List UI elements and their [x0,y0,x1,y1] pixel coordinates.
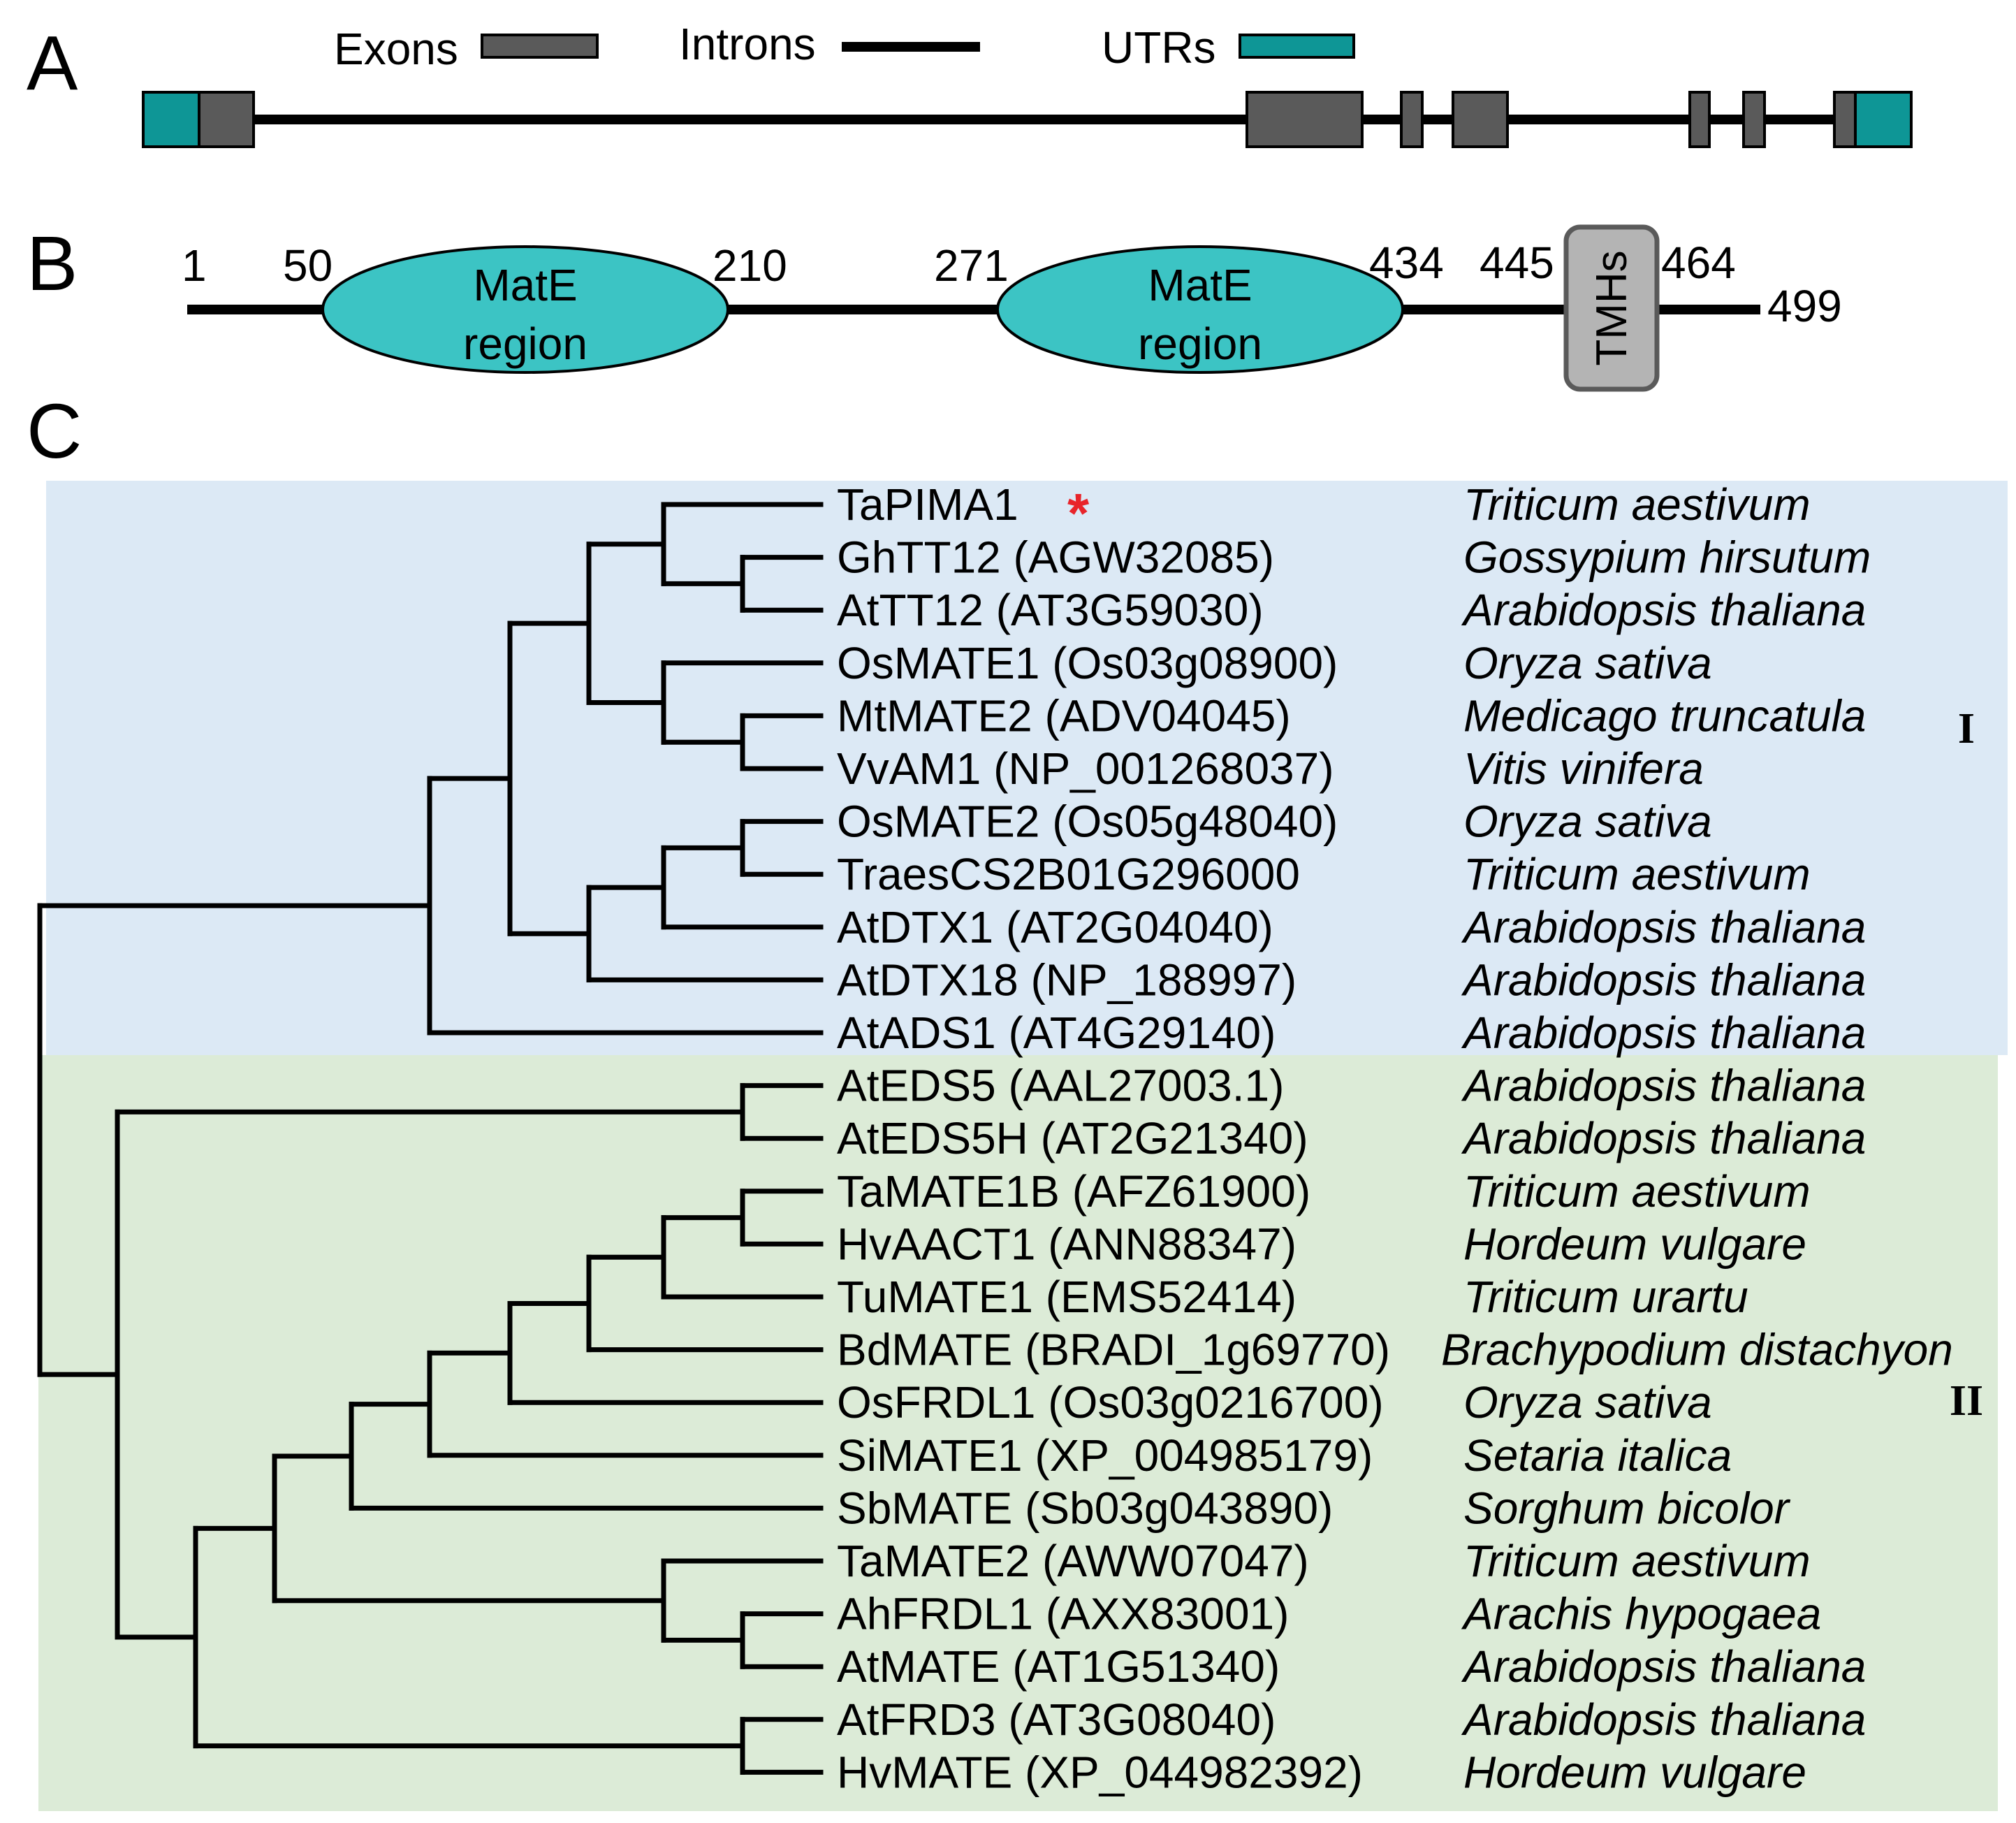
tree-leaf-label: TuMATE1 (EMS52414) [837,1272,1296,1322]
tree-species-label: Sorghum bicolor [1463,1483,1791,1533]
tree-leaf-label: HvAACT1 (ANN88347) [837,1219,1296,1269]
panel-b-label: B [27,221,78,307]
position-label: 434 [1369,238,1444,288]
tmh-label: TMHs [1588,250,1636,365]
utr-5prime [142,91,200,148]
gene-structure [142,91,1913,148]
tree-leaf-label: TaMATE1B (AFZ61900) [837,1166,1310,1216]
position-label: 1 [182,240,207,291]
tree-species-label: Gossypium hirsutum [1463,532,1871,583]
exon-7 [1833,91,1857,148]
legend-utrs-label: UTRs [1102,22,1216,73]
tree-leaf-label: AtEDS5H (AT2G21340) [837,1113,1308,1163]
tree-species-label: Triticum urartu [1463,1272,1748,1322]
tree-species-label: Oryza sativa [1463,797,1712,847]
exon-1 [198,91,255,148]
group-2-label: II [1950,1377,1983,1425]
tree-leaf-label: SiMATE1 (XP_004985179) [837,1430,1373,1481]
tree-leaf-label: HvMATE (XP_044982392) [837,1747,1363,1797]
tree-leaf-label: TaPIMA1 [837,479,1018,530]
mate-region-2-label-line2: region [1138,319,1262,369]
tree-species-label: Triticum aestivum [1463,849,1811,899]
tree-leaf-label: OsMATE1 (Os03g08900) [837,638,1338,688]
tree-species-label: Brachypodium distachyon [1441,1325,1953,1375]
tree-species-label: Arabidopsis thaliana [1461,585,1866,635]
tree-leaf-label: AtTT12 (AT3G59030) [837,585,1264,635]
group-1-background [46,481,2008,1055]
highlight-asterisk: * [1067,482,1090,544]
tree-species-label: Oryza sativa [1463,638,1712,688]
tree-leaf-label: OsMATE2 (Os05g48040) [837,797,1338,847]
tree-species-label: Arabidopsis thaliana [1461,954,1866,1005]
position-label: 210 [713,240,787,291]
tree-species-label: Medicago truncatula [1463,690,1866,741]
mate-region-2 [996,245,1404,374]
tree-leaf-label: AtMATE (AT1G51340) [837,1641,1280,1692]
tree-leaf-label: AtADS1 (AT4G29140) [837,1008,1276,1058]
legend-utr-swatch [1239,34,1355,59]
tree-leaf-label: AhFRDL1 (AXX83001) [837,1589,1289,1639]
legend-exons-label: Exons [334,24,458,74]
panel-c-label: C [27,388,82,474]
tree-species-label: Arabidopsis thaliana [1461,1694,1866,1745]
tree-leaf-label: GhTT12 (AGW32085) [837,532,1274,583]
tree-species-label: Oryza sativa [1463,1377,1712,1428]
tree-species-label: Arabidopsis thaliana [1461,902,1866,952]
position-label: 499 [1767,281,1842,331]
exon-4 [1452,91,1509,148]
tree-species-label: Hordeum vulgare [1463,1219,1806,1269]
position-label: 445 [1480,238,1554,288]
tree-leaf-label: AtDTX1 (AT2G04040) [837,902,1273,952]
mate-region-1-label-line1: MatE [473,260,577,310]
utr-3prime [1854,91,1913,148]
tree-leaf-label: TaMATE2 (AWW07047) [837,1536,1309,1586]
group-1-label: I [1958,705,1975,753]
protein-structure: MatE region MatE region TMHs 1 50 210 27… [182,224,1842,392]
phylogenetic-tree [37,502,824,1775]
exon-3 [1400,91,1424,148]
legend-exon-swatch [481,34,599,59]
tree-leaf-label: AtDTX18 (NP_188997) [837,954,1296,1005]
tree-species-label: Hordeum vulgare [1463,1747,1806,1797]
tree-leaf-label: TraesCS2B01G296000 [837,849,1300,899]
tree-species-label: Arachis hypogaea [1461,1589,1821,1639]
mate-region-2-label-line1: MatE [1148,260,1252,310]
legend-introns-label: Introns [679,19,816,69]
tree-leaf-label: SbMATE (Sb03g043890) [837,1483,1333,1533]
tree-species-label: Vitis vinifera [1463,743,1704,794]
position-label: 271 [934,240,1009,291]
exon-5 [1688,91,1711,148]
tree-species-label: Triticum aestivum [1463,479,1811,530]
tree-species-label: Arabidopsis thaliana [1461,1008,1866,1058]
tree-leaf-label: AtFRD3 (AT3G08040) [837,1694,1276,1745]
tree-leaf-label: MtMATE2 (ADV04045) [837,690,1291,741]
group-2-background [38,1055,1998,1811]
tree-species-label: Triticum aestivum [1463,1536,1811,1586]
tree-leaf-label: BdMATE (BRADI_1g69770) [837,1325,1390,1375]
tree-species-label: Arabidopsis thaliana [1461,1113,1866,1163]
tree-leaf-label: OsFRDL1 (Os03g0216700) [837,1377,1384,1428]
panel-a-label: A [27,20,78,106]
exon-6 [1742,91,1766,148]
legend: Exons Introns UTRs [334,19,1355,74]
tree-species-label: Setaria italica [1463,1430,1732,1481]
position-label: 50 [283,240,333,291]
tree-leaf-label: AtEDS5 (AAL27003.1) [837,1061,1284,1111]
exon-2 [1246,91,1364,148]
tree-species-label: Arabidopsis thaliana [1461,1641,1866,1692]
position-label: 464 [1661,238,1736,288]
tree-species-label: Triticum aestivum [1463,1166,1811,1216]
mate-region-1-label-line2: region [463,319,587,369]
tree-species-label: Arabidopsis thaliana [1461,1061,1866,1111]
mate-region-1 [321,245,729,374]
tmh-box [1563,224,1660,392]
tree-leaf-label: VvAM1 (NP_001268037) [837,743,1334,794]
